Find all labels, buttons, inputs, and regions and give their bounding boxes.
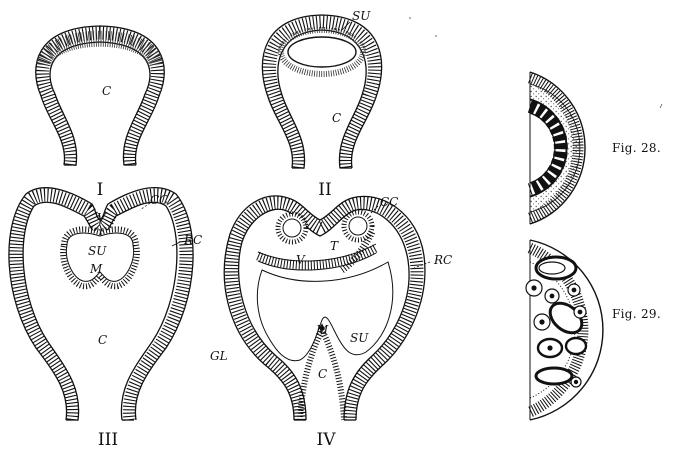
figure-III-label-cc: CC: [150, 193, 168, 207]
figure-II-label-su: SU: [352, 9, 371, 23]
figure-III: V CC RC SU M C III: [9, 188, 202, 450]
figure-III-label-su: SU: [88, 244, 107, 258]
fig29-section: Fig. 29.: [526, 240, 661, 420]
figure-I-inner-edge: [50, 42, 150, 165]
figure-III-numeral: III: [98, 430, 118, 450]
figure-IV-label-gl: GL: [210, 349, 228, 363]
figure-I: C I: [36, 26, 165, 200]
figure-IV: CC T V RC M SU GL C IV: [210, 195, 452, 450]
figure-IV-outer-wall: [231, 203, 417, 420]
figure-II-vesicle: [288, 37, 356, 67]
fig28-caption: Fig. 28.: [612, 141, 661, 155]
figure-II: SU C II: [262, 9, 381, 200]
figure-IV-label-su: SU: [350, 331, 369, 345]
figure-I-roof: [44, 39, 156, 65]
fig29-caption: Fig. 29.: [612, 307, 661, 321]
figure-IV-label-cc: CC: [380, 195, 398, 209]
figure-III-label-m: M: [89, 262, 103, 276]
figure-II-numeral: II: [318, 180, 331, 200]
figure-III-outer-wall: [16, 195, 186, 420]
figure-III-label-v: V: [97, 211, 107, 225]
figure-IV-right-vesicle: [344, 212, 372, 240]
figure-IV-inner-sac: [257, 262, 392, 361]
figure-IV-inner-edge: [239, 209, 410, 420]
figure-III-label-rc: RC: [183, 233, 202, 247]
figure-I-numeral: I: [97, 180, 104, 200]
figure-IV-left-vesicle: [278, 214, 306, 242]
figure-IV-numeral: IV: [317, 430, 337, 450]
figure-IV-label-t: T: [330, 239, 339, 253]
figure-IV-label-c: C: [318, 367, 327, 381]
figure-IV-label-v: V: [296, 253, 306, 267]
figure-III-label-c: C: [98, 333, 107, 347]
figure-I-label-c: C: [102, 84, 111, 98]
figure-II-label-c: C: [332, 111, 341, 125]
figure-IV-label-m: M: [315, 323, 329, 337]
figure-IV-label-rc: RC: [433, 253, 452, 267]
fig28-section: Fig. 28.: [530, 72, 661, 224]
